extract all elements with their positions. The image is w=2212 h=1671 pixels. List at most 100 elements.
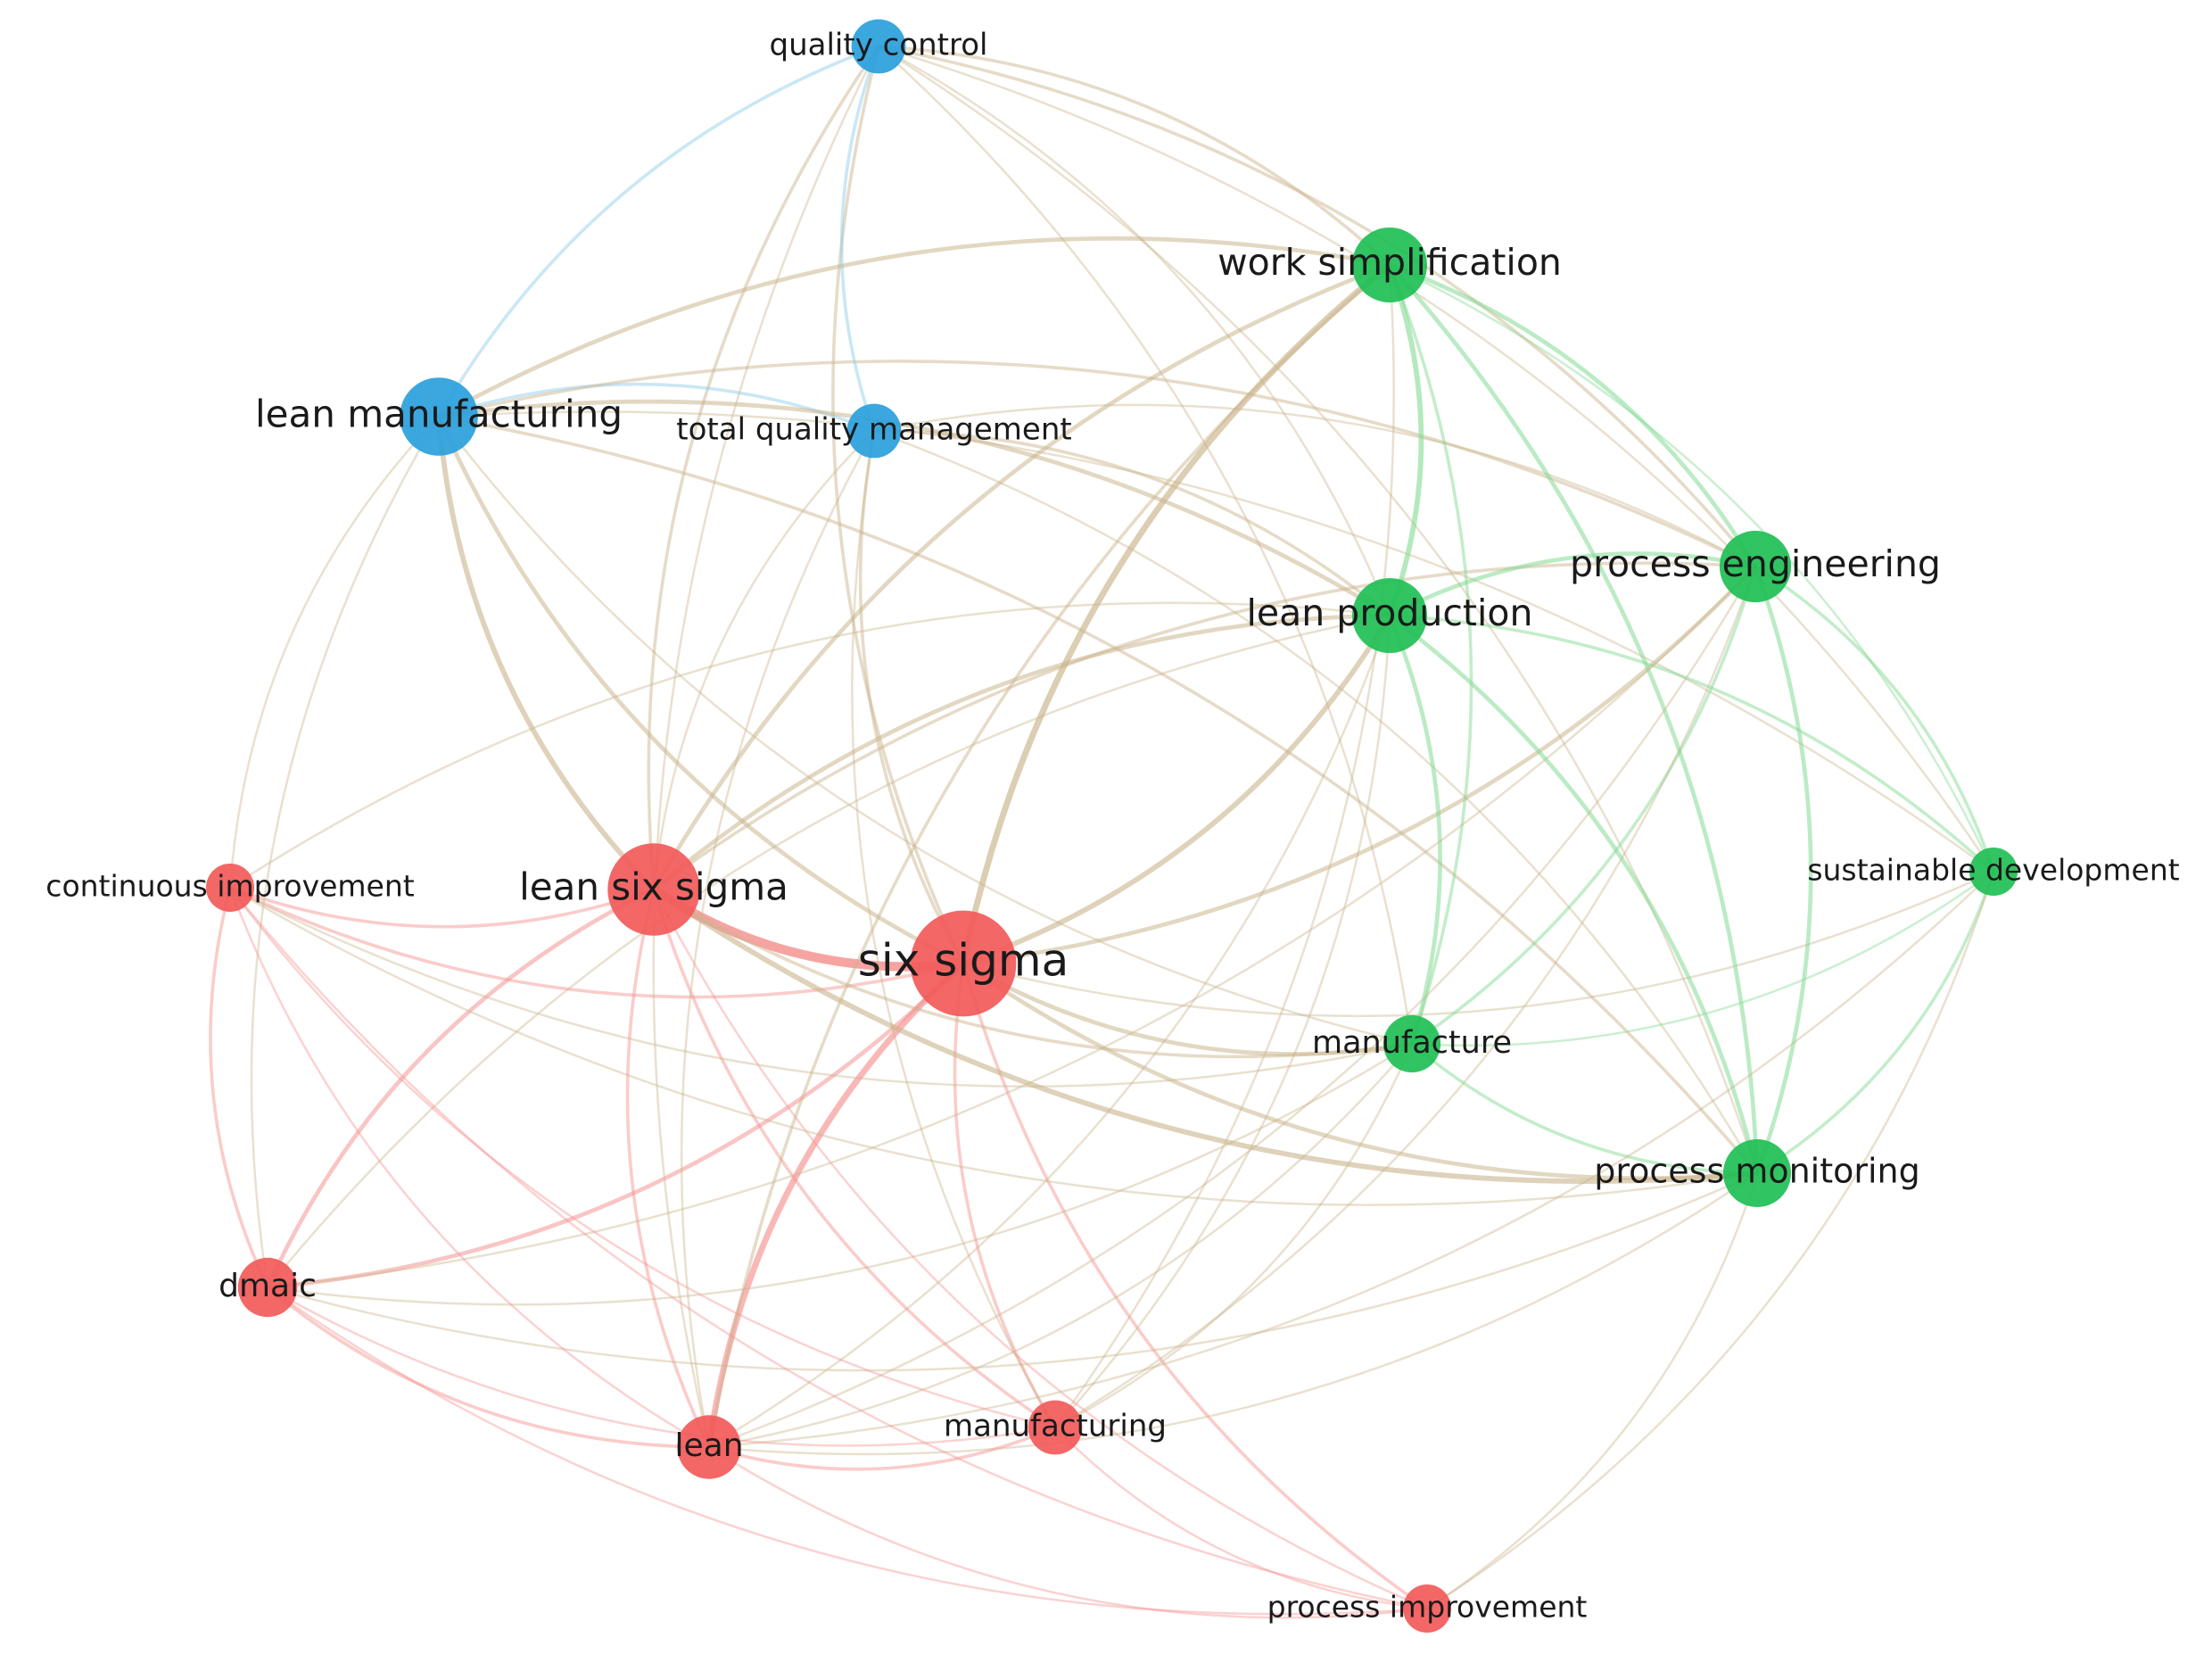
edge-process_monitoring-lean — [707, 1171, 1759, 1456]
edge-lean_production-continuous_improvement — [228, 601, 1391, 889]
label-process-improvement: process improvement — [1267, 1590, 1588, 1625]
edge-quality_control-lean_production — [877, 45, 1391, 617]
node-quality-control[interactable] — [851, 19, 906, 74]
edge-lean_manufacturing-process_monitoring — [437, 415, 1759, 1175]
edge-sustainable_development-process_improvement — [1425, 870, 1995, 1610]
label-total-quality-management: total quality management — [676, 412, 1071, 448]
node-lean[interactable] — [677, 1415, 741, 1479]
edge-six_sigma-lean — [706, 960, 967, 1451]
edge-six_sigma-total_quality_management — [858, 429, 965, 965]
edge-lean_six_sigma-dmaic — [265, 887, 656, 1290]
label-manufacture: manufacture — [1312, 1025, 1512, 1061]
edge-six_sigma-continuous_improvement — [228, 886, 965, 999]
edge-lean_manufacturing-lean_production — [436, 399, 1392, 618]
edge-six_sigma-process_engineering — [961, 564, 1758, 966]
label-six-sigma: six sigma — [858, 935, 1069, 987]
label-sustainable-development: sustainable development — [1807, 853, 2179, 888]
edge-lean-process_improvement — [707, 1445, 1429, 1619]
edge-lean_production-process_engineering — [1387, 551, 1758, 618]
edge-lean_six_sigma-work_simplification — [651, 262, 1392, 892]
label-continuous-improvement: continuous improvement — [45, 869, 414, 904]
node-process-improvement[interactable] — [1403, 1584, 1451, 1633]
edge-lean_six_sigma-quality_control — [647, 45, 880, 891]
edge-process_monitoring-sustainable_development — [1755, 870, 1995, 1175]
edge-work_simplification-process_monitoring — [1387, 262, 1760, 1176]
label-manufacturing: manufacturing — [944, 1409, 1167, 1444]
node-work-simplification[interactable] — [1352, 227, 1427, 302]
edge-sustainable_development-lean — [707, 870, 1995, 1449]
edge-lean_manufacturing-continuous_improvement — [228, 415, 441, 889]
edge-continuous_improvement-process_improvement — [228, 886, 1429, 1610]
edge-process_engineering-manufacture — [1410, 565, 1757, 1046]
edge-lean_production-sustainable_development — [1388, 614, 1995, 873]
edge-six_sigma-lean_production — [961, 613, 1392, 966]
edge-work_simplification-manufacture — [1388, 263, 1473, 1046]
edge-continuous_improvement-dmaic — [209, 886, 269, 1289]
edge-six_sigma-lean_manufacturing — [436, 414, 966, 966]
edge-sustainable_development-manufacture — [1410, 870, 1995, 1047]
node-process-engineering[interactable] — [1719, 530, 1792, 603]
edge-manufacture-manufacturing — [1053, 1042, 1414, 1429]
edge-lean_manufacturing-sustainable_development — [437, 410, 1995, 873]
edge-lean_six_sigma-process_monitoring — [651, 887, 1760, 1184]
edge-lean-manufacturing — [707, 1426, 1057, 1471]
edge-continuous_improvement-process_monitoring — [228, 886, 1759, 1206]
label-work-simplification: work simplification — [1217, 241, 1562, 284]
node-total-quality-management[interactable] — [846, 403, 902, 459]
edge-lean_manufacturing-quality_control — [437, 45, 880, 418]
edge-quality_control-sustainable_development — [877, 45, 1995, 873]
label-process-monitoring: process monitoring — [1594, 1152, 1920, 1191]
edge-lean_six_sigma-process_engineering — [652, 561, 1757, 891]
edge-manufacture-continuous_improvement — [228, 886, 1414, 1088]
edge-total_quality_management-process_monitoring — [872, 429, 1759, 1175]
node-manufacturing[interactable] — [1028, 1400, 1083, 1455]
edge-lean_manufacturing-manufacture — [437, 415, 1414, 1046]
edge-lean_production-lean — [707, 614, 1391, 1449]
edge-manufacture-lean — [707, 1042, 1414, 1449]
node-six-sigma[interactable] — [910, 910, 1017, 1017]
label-lean: lean — [674, 1427, 743, 1464]
edge-process_engineering-sustainable_development — [1754, 565, 1995, 873]
edge-manufacturing-process_improvement — [1053, 1426, 1429, 1610]
node-manufacture[interactable] — [1382, 1014, 1441, 1073]
edge-total_quality_management-process_engineering — [872, 403, 1757, 568]
edge-lean_production-manufacturing — [1053, 614, 1391, 1429]
edge-process_engineering-dmaic — [266, 565, 1757, 1289]
edge-lean_six_sigma-total_quality_management — [652, 429, 876, 891]
edge-lean_manufacturing-work_simplification — [436, 236, 1392, 419]
label-lean-manufacturing: lean manufacturing — [255, 393, 623, 436]
node-lean-production[interactable] — [1352, 578, 1427, 653]
edge-dmaic-manufacturing — [266, 1286, 1057, 1447]
label-lean-production: lean production — [1247, 591, 1533, 634]
edge-six_sigma-manufacture — [961, 961, 1415, 1056]
edge-quality_control-total_quality_management — [839, 45, 880, 433]
edge-total_quality_management-manufacturing — [851, 429, 1057, 1429]
node-sustainable-development[interactable] — [1969, 848, 2018, 896]
edge-continuous_improvement-manufacturing — [228, 886, 1057, 1429]
edge-quality_control-process_engineering — [877, 45, 1757, 568]
node-dmaic[interactable] — [237, 1257, 298, 1318]
edge-lean_six_sigma-lean_manufacturing — [436, 414, 656, 892]
edge-lean_six_sigma-continuous_improvement — [228, 886, 656, 929]
edge-six_sigma-work_simplification — [960, 261, 1393, 967]
edge-process_engineering-process_monitoring — [1753, 564, 1813, 1176]
edge-work_simplification-lean — [707, 263, 1391, 1449]
edge-quality_control-lean — [652, 45, 880, 1449]
edge-lean_six_sigma-manufacture — [652, 888, 1414, 1059]
edge-work_simplification-lean_production — [1387, 262, 1424, 618]
edge-work_simplification-process_engineering — [1387, 262, 1758, 569]
edge-manufacture-dmaic — [266, 1042, 1414, 1306]
edge-six_sigma-dmaic — [265, 961, 966, 1290]
edge-quality_control-work_simplification — [877, 45, 1391, 267]
node-lean-six-sigma[interactable] — [607, 843, 700, 936]
edge-lean_six_sigma-lean_production — [651, 613, 1392, 892]
edge-lean_manufacturing-dmaic — [250, 415, 441, 1289]
node-lean-manufacturing[interactable] — [400, 377, 478, 456]
edge-lean_six_sigma-process_improvement — [652, 888, 1429, 1610]
node-continuous-improvement[interactable] — [206, 864, 254, 912]
node-process-monitoring[interactable] — [1723, 1139, 1791, 1207]
edge-total_quality_management-lean — [680, 429, 876, 1449]
label-process-engineering: process engineering — [1570, 542, 1941, 585]
edges-layer — [209, 45, 1995, 1619]
